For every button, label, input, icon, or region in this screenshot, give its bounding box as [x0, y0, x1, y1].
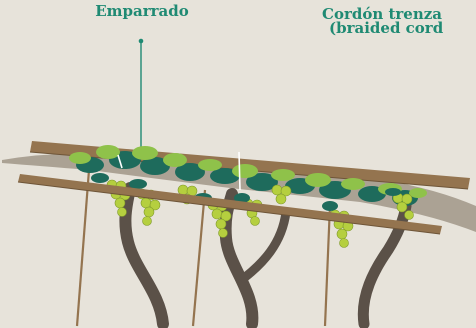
emparrado-callout [138, 38, 144, 150]
post-3 [323, 204, 332, 327]
braided-cord-label: Cordón trenza (braided cord [322, 5, 444, 37]
support-posts [75, 169, 332, 327]
trunk-2-branch [239, 207, 291, 283]
braided-cord-label-line2: (braided cord [329, 19, 444, 37]
emparrado-label: Emparrado [95, 2, 189, 20]
wire-highlights [117, 151, 241, 191]
post-2 [191, 189, 207, 327]
trunk-3 [357, 200, 412, 328]
trunk-1 [119, 182, 169, 328]
braided-cord [2, 153, 476, 232]
post-1 [75, 169, 91, 327]
trellis-beam-front [18, 174, 442, 234]
trellis-beam-front-edge [17, 181, 441, 235]
grape-cluster-6 [271, 184, 292, 205]
braided-cord-label-line1: Cordón trenza [322, 5, 442, 23]
vine-foliage [69, 145, 427, 206]
